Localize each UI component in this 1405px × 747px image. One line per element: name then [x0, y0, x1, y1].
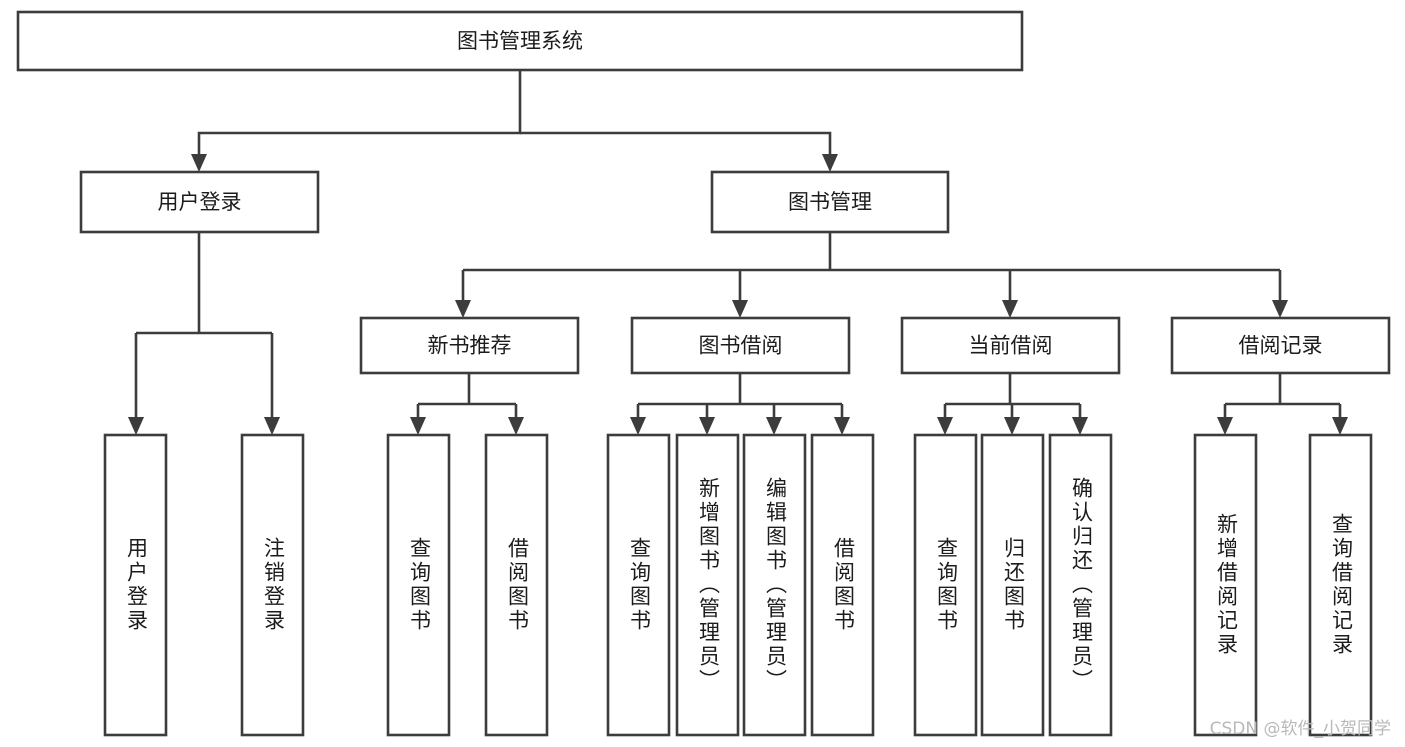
node-box-book-borrow[interactable] — [630, 316, 851, 375]
node-label-leaf-current-confirm: 确认归还（管理员） — [1070, 477, 1094, 693]
arrowhead-group — [128, 154, 1348, 435]
node-box-borrow-record[interactable] — [1170, 316, 1391, 375]
node-label-leaf-user-logout: 注销登录 — [262, 537, 286, 633]
arrow-book-manage-icon — [822, 154, 838, 172]
arrow-leaf-borrow-query-icon — [630, 417, 646, 435]
node-box-leaf-current-return[interactable] — [980, 433, 1045, 737]
arrow-leaf-borrow-edit-icon — [766, 417, 782, 435]
arrow-leaf-borrow-add-icon — [699, 417, 715, 435]
node-borrow-record[interactable]: 借阅记录 — [1170, 316, 1391, 375]
node-label-borrow-record: 借阅记录 — [1239, 334, 1323, 358]
node-box-leaf-borrow-lend[interactable] — [810, 433, 875, 737]
node-label-book-borrow: 图书借阅 — [699, 334, 783, 358]
node-box-root[interactable] — [16, 10, 1024, 72]
connector-group — [134, 70, 1342, 423]
node-current-borrow[interactable]: 当前借阅 — [900, 316, 1121, 375]
arrow-leaf-user-logout-icon — [264, 417, 280, 435]
arrow-leaf-user-login-icon — [128, 417, 144, 435]
arrow-borrow-record-icon — [1272, 300, 1288, 318]
arrow-leaf-current-confirm-icon — [1072, 417, 1088, 435]
node-leaf-borrow-lend[interactable]: 借阅图书 — [810, 433, 875, 737]
node-new-book-recommend[interactable]: 新书推荐 — [359, 316, 580, 375]
node-box-leaf-user-logout[interactable] — [240, 433, 305, 737]
node-box-leaf-current-query[interactable] — [913, 433, 978, 737]
node-user-login[interactable]: 用户登录 — [79, 170, 320, 234]
arrow-leaf-recommend-query-icon — [410, 417, 426, 435]
node-book-borrow[interactable]: 图书借阅 — [630, 316, 851, 375]
node-leaf-borrow-query[interactable]: 查询图书 — [606, 433, 671, 737]
node-leaf-user-login[interactable]: 用户登录 — [103, 433, 168, 737]
node-box-leaf-record-add[interactable] — [1193, 433, 1258, 737]
node-label-new-book-recommend: 新书推荐 — [428, 334, 512, 358]
arrow-leaf-record-add-icon — [1217, 417, 1233, 435]
node-label-current-borrow: 当前借阅 — [969, 334, 1053, 358]
arrow-user-login-icon — [191, 154, 207, 172]
node-label-leaf-borrow-add: 新增图书（管理员） — [697, 477, 721, 693]
node-box-leaf-user-login[interactable] — [103, 433, 168, 737]
node-leaf-recommend-query[interactable]: 查询图书 — [386, 433, 451, 737]
arrow-leaf-recommend-borrow-icon — [508, 417, 524, 435]
node-box-user-login[interactable] — [79, 170, 320, 234]
node-label-user-login: 用户登录 — [158, 190, 242, 214]
node-box-new-book-recommend[interactable] — [359, 316, 580, 375]
node-label-leaf-current-query: 查询图书 — [935, 537, 959, 633]
arrow-leaf-borrow-lend-icon — [834, 417, 850, 435]
node-box-book-manage[interactable] — [710, 170, 950, 234]
node-leaf-record-add[interactable]: 新增借阅记录 — [1193, 433, 1258, 737]
node-leaf-current-return[interactable]: 归还图书 — [980, 433, 1045, 737]
arrow-new-book-recommend-icon — [455, 300, 471, 318]
node-label-book-manage: 图书管理 — [788, 190, 872, 214]
node-label-leaf-recommend-query: 查询图书 — [408, 537, 432, 633]
node-label-leaf-user-login: 用户登录 — [125, 537, 149, 633]
node-box-leaf-borrow-query[interactable] — [606, 433, 671, 737]
node-box-leaf-borrow-edit[interactable] — [742, 433, 807, 737]
node-leaf-current-confirm[interactable]: 确认归还（管理员） — [1048, 433, 1113, 737]
connector-root-bus-right — [520, 131, 832, 160]
node-leaf-recommend-borrow[interactable]: 借阅图书 — [484, 433, 549, 737]
node-leaf-record-query[interactable]: 查询借阅记录 — [1308, 433, 1373, 737]
node-leaf-user-logout[interactable]: 注销登录 — [240, 433, 305, 737]
node-label-leaf-borrow-lend: 借阅图书 — [832, 537, 856, 633]
node-leaf-borrow-edit[interactable]: 编辑图书（管理员） — [742, 433, 807, 737]
node-leaf-current-query[interactable]: 查询图书 — [913, 433, 978, 737]
node-box-leaf-recommend-borrow[interactable] — [484, 433, 549, 737]
node-label-leaf-recommend-borrow: 借阅图书 — [506, 537, 530, 633]
arrow-leaf-current-query-icon — [937, 417, 953, 435]
node-label-leaf-current-return: 归还图书 — [1002, 537, 1026, 633]
node-box-current-borrow[interactable] — [900, 316, 1121, 375]
connector-root-bus — [197, 70, 522, 160]
arrow-current-borrow-icon — [1002, 300, 1018, 318]
node-box-leaf-record-query[interactable] — [1308, 433, 1373, 737]
node-label-leaf-borrow-edit: 编辑图书（管理员） — [764, 477, 788, 693]
node-root[interactable]: 图书管理系统 — [16, 10, 1024, 72]
node-label-leaf-record-query: 查询借阅记录 — [1330, 513, 1354, 657]
node-label-root: 图书管理系统 — [457, 29, 583, 53]
node-box-leaf-recommend-query[interactable] — [386, 433, 451, 737]
node-book-manage[interactable]: 图书管理 — [710, 170, 950, 234]
node-box-leaf-borrow-add[interactable] — [675, 433, 740, 737]
arrow-book-borrow-icon — [732, 300, 748, 318]
arrow-leaf-current-return-icon — [1004, 417, 1020, 435]
arrow-leaf-record-query-icon — [1332, 417, 1348, 435]
node-leaf-borrow-add[interactable]: 新增图书（管理员） — [675, 433, 740, 737]
node-label-leaf-record-add: 新增借阅记录 — [1215, 513, 1239, 657]
node-box-leaf-current-confirm[interactable] — [1048, 433, 1113, 737]
node-label-leaf-borrow-query: 查询图书 — [628, 537, 652, 633]
